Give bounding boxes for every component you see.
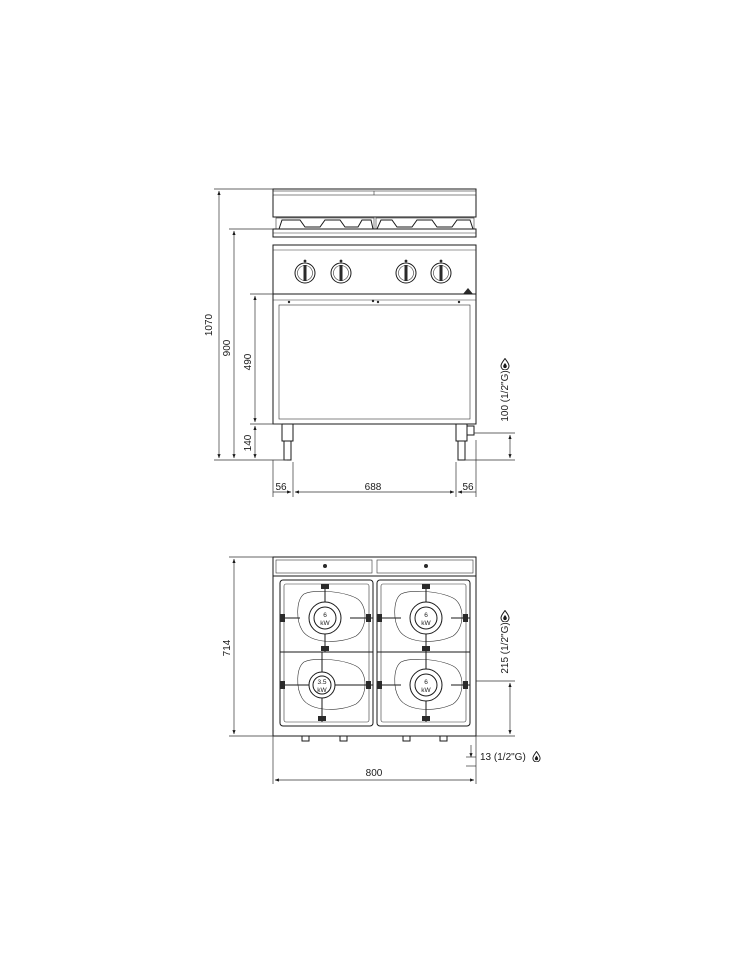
dim-inner-width: 688	[365, 482, 382, 493]
front-dimensions	[214, 188, 515, 497]
dim-width: 800	[366, 768, 383, 779]
cabinet	[272, 293, 477, 425]
dim-work-height: 900	[222, 339, 233, 356]
burner-1-power: 6	[323, 612, 327, 619]
top-view: 6 kW 6 kW 3.5 kW	[222, 556, 541, 784]
dim-total-height: 1070	[204, 313, 215, 336]
dim-gas-connection-depth: 215 (1/2"G)	[500, 622, 511, 673]
burner-4-power: 6	[424, 679, 428, 686]
burner-3-power: 3.5	[317, 679, 326, 686]
dim-depth: 714	[222, 639, 233, 656]
dim-side-gap-right: 56	[462, 482, 474, 493]
burner-2-unit: kW	[421, 620, 431, 627]
pan-supports-top	[279, 579, 471, 727]
burner-rear-right: 6 kW	[377, 584, 470, 652]
panel-logo-icon	[463, 288, 473, 294]
front-view: 1070 900 490 140 100 (1/2"G) 56 688 56	[204, 188, 515, 497]
burner-4-unit: kW	[421, 687, 431, 694]
dim-side-gap-left: 56	[275, 482, 287, 493]
control-panel	[272, 244, 477, 295]
dim-gas-connection-height: 100 (1/2"G)	[500, 370, 511, 421]
gas-drop-icon	[500, 358, 510, 370]
knob-1	[294, 259, 316, 284]
dim-gas-connection-offset: 13 (1/2"G)	[480, 752, 526, 763]
knob-3	[395, 259, 417, 284]
burner-2-power: 6	[424, 612, 428, 619]
burner-front-right: 6 kW	[377, 652, 470, 722]
dim-leg-height: 140	[243, 434, 254, 451]
dim-cabinet-height: 490	[243, 353, 254, 370]
burner-1-unit: kW	[320, 620, 330, 627]
burner-3-unit: kW	[317, 687, 327, 694]
gas-drop-icon-top	[500, 610, 510, 622]
knob-4	[430, 259, 452, 284]
open-cabinet-recess	[278, 304, 471, 420]
burner-front-left: 3.5 kW	[280, 652, 373, 722]
upstand-top-rim	[272, 190, 477, 196]
knob-stubs	[301, 735, 448, 742]
hob-top	[272, 575, 477, 737]
gas-connector	[466, 425, 475, 436]
pan-supports-front	[275, 217, 475, 230]
control-knobs	[294, 259, 452, 284]
burner-rear-left: 6 kW	[280, 584, 373, 652]
gas-drop-icon-offset	[532, 751, 541, 762]
legs-front	[281, 423, 475, 461]
knob-2	[330, 259, 352, 284]
top-dimensions	[229, 556, 515, 784]
back-upstand	[272, 188, 477, 218]
